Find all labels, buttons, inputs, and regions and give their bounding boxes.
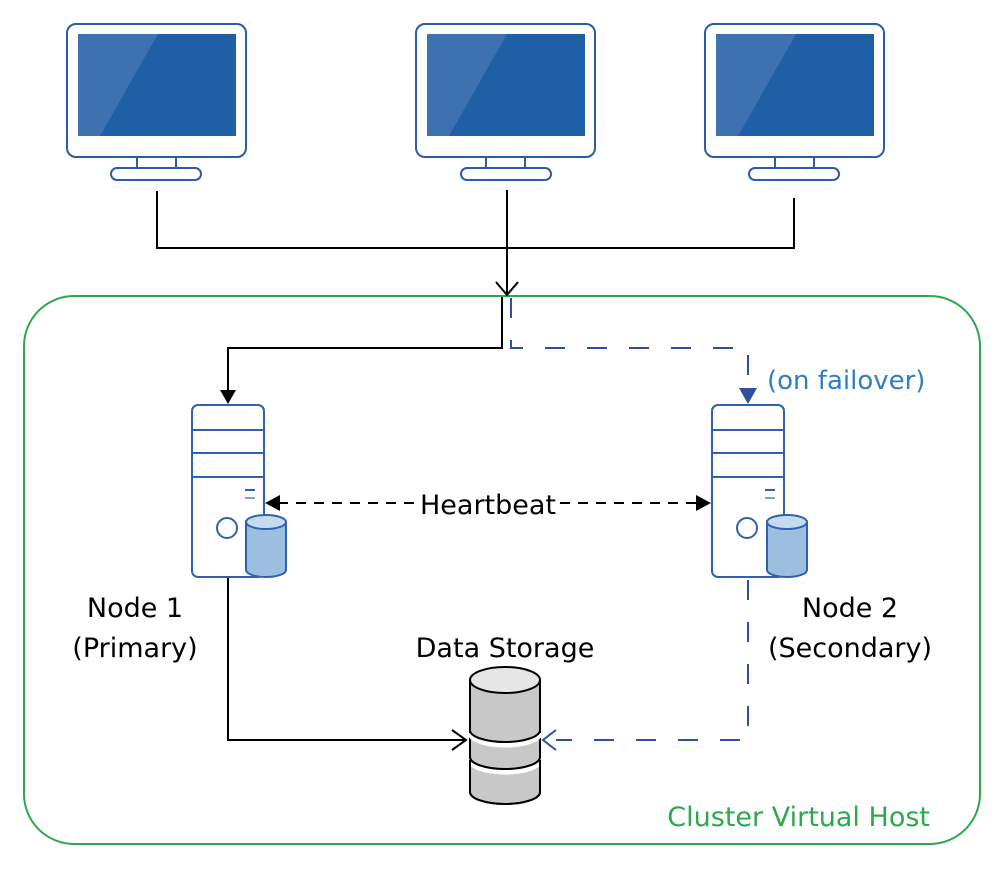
node-2-disk-icon [766,514,808,578]
node-1-server [191,404,287,578]
node-1-disk-icon [245,514,287,578]
client-monitor-1 [66,23,247,181]
failover-label: (on failover) [767,366,925,396]
node-2-storage-link [541,580,749,751]
client-monitor-3 [704,23,885,181]
node-1-role-label: (Primary) [72,633,197,664]
cluster-label: Cluster Virtual Host [667,802,930,833]
node-2-role-label: (Secondary) [768,633,932,664]
node-2-server [711,404,808,578]
active-connection-arrow [220,297,503,404]
heartbeat-link [265,495,711,511]
cluster-boundary [23,295,981,845]
client-monitor-2 [415,23,596,181]
heartbeat-label: Heartbeat [420,490,556,521]
node-1-label: Node 1 [87,593,183,624]
client-connectors [156,190,795,297]
storage-label: Data Storage [416,633,595,664]
data-storage-icon [467,666,543,805]
failover-connection-arrow [510,298,757,404]
node-2-label: Node 2 [802,593,898,624]
node-1-storage-link [227,578,468,751]
